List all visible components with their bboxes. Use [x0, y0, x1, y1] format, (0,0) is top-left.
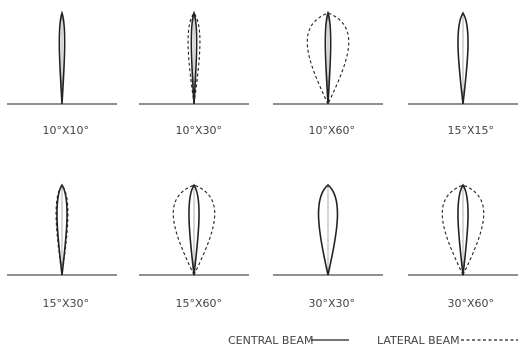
legend-central-label: CENTRAL BEAM: [228, 334, 313, 347]
beam-panel: 30°X30°: [273, 183, 383, 310]
beam-panel: 10°X10°: [7, 10, 117, 137]
central-beam-outline: [457, 183, 469, 276]
lateral-beam-outline: [187, 12, 201, 105]
beam-panels: 10°X10° 10°X30° 10°X60° 15°X15° 15°X30° 15°X6…: [7, 10, 518, 310]
beam-panel: 10°X30°: [139, 10, 249, 137]
panel-label: 10°X10°: [42, 124, 89, 137]
panel-label: 30°X30°: [308, 297, 355, 310]
central-beam-outline: [188, 183, 200, 276]
beam-panel: 15°X30°: [7, 183, 117, 310]
panel-label: 10°X60°: [308, 124, 355, 137]
panel-label: 30°X60°: [447, 297, 494, 310]
beam-panel: 30°X60°: [408, 183, 518, 310]
central-beam-outline: [317, 183, 339, 276]
panel-label: 15°X15°: [447, 124, 494, 137]
central-beam-outline: [457, 11, 469, 105]
panel-label: 15°X30°: [42, 297, 89, 310]
central-beam-outline: [190, 10, 198, 105]
legend-lateral-label: LATERAL BEAM: [377, 334, 460, 347]
panel-label: 15°X60°: [175, 297, 222, 310]
lateral-beam-outline: [306, 12, 350, 106]
legend: CENTRAL BEAM LATERAL BEAM: [228, 334, 518, 347]
central-beam-outline: [58, 10, 66, 105]
central-beam-outline: [56, 183, 68, 276]
beam-panel: 15°X60°: [139, 183, 249, 310]
panel-label: 10°X30°: [175, 124, 222, 137]
beam-panel: 15°X15°: [408, 11, 518, 137]
beam-panel: 10°X60°: [273, 10, 383, 137]
central-beam-outline: [324, 10, 332, 105]
